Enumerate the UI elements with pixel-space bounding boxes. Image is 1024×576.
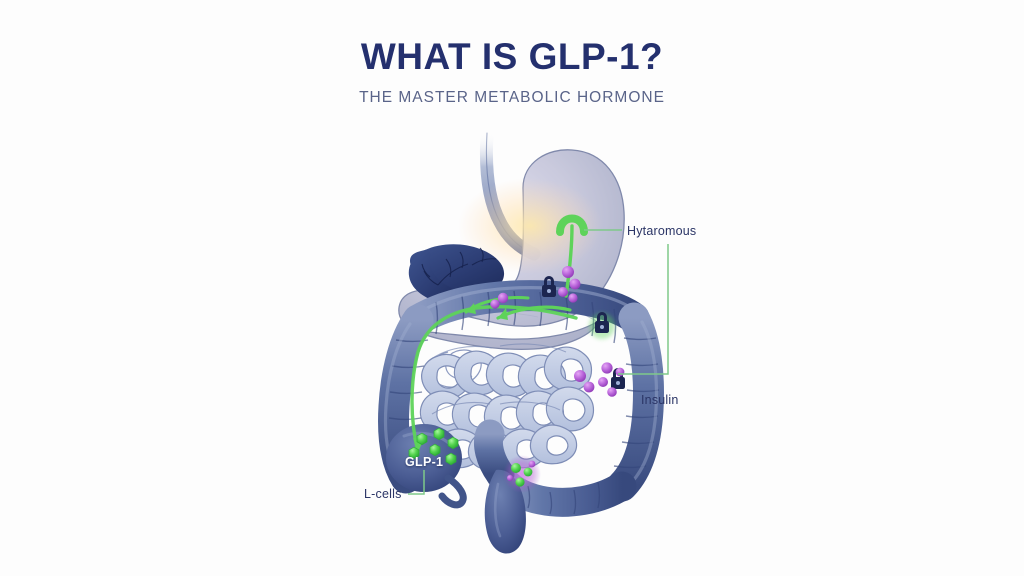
page-title: WHAT IS GLP-1? [360,36,664,77]
purple-molecule-cluster [574,362,625,397]
callout-label-hytaromous: Hytaromous [627,224,697,238]
header: WHAT IS GLP-1? THE MASTER METABOLIC HORM… [0,0,1024,107]
leader-line-lcells [408,470,425,495]
purple-molecule-cluster [490,266,581,309]
callout-label-insulin: Insulin [641,393,679,407]
page-subtitle: THE MASTER METABOLIC HORMONE [359,89,665,106]
sigmoid-receptor-cluster [503,455,541,493]
pancreas [408,244,505,304]
lock-icon [589,312,615,339]
lock-icon [542,276,556,297]
ascending-colon [606,302,664,502]
leader-lines [408,229,669,495]
callout-label-lcells: L-cells [364,487,402,501]
glp1-particle-cluster [408,427,459,466]
organ-label-glp1: GLP-1 [405,455,444,469]
leader-line-insulin [618,244,669,375]
